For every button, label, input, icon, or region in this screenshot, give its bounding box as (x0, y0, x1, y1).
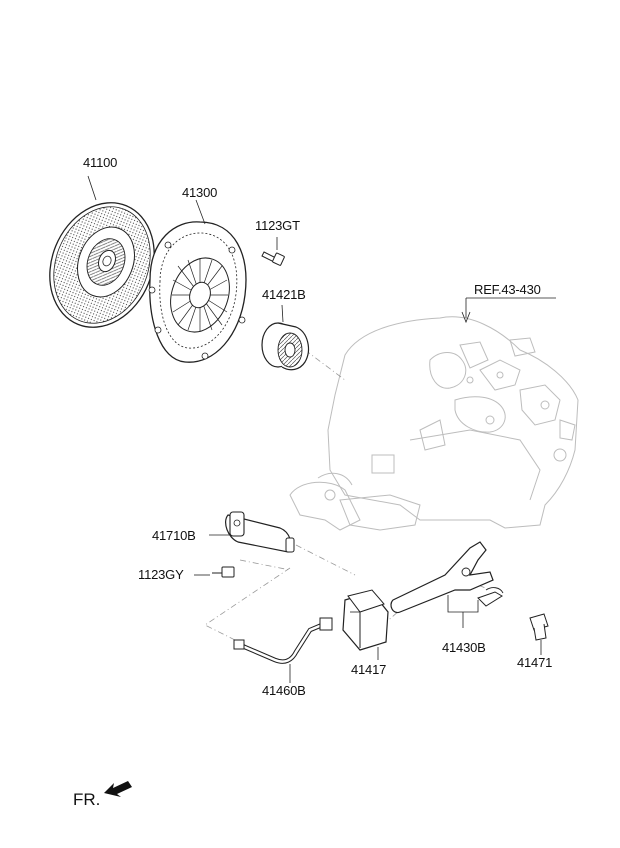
label-41471: 41471 (517, 655, 553, 670)
release-fork (390, 541, 504, 628)
clutch-tube (233, 617, 333, 683)
damper (342, 589, 389, 660)
bolt-1123gy (194, 566, 235, 578)
bolt-41471 (529, 613, 549, 655)
clutch-disc (49, 175, 155, 328)
label-1123gt: 1123GT (255, 218, 300, 233)
label-1123gy: 1123GY (138, 567, 184, 582)
label-41300: 41300 (182, 185, 218, 200)
label-41710b: 41710B (152, 528, 196, 543)
label-41460b: 41460B (262, 683, 306, 698)
ref-leader (461, 297, 556, 324)
label-41421b: 41421B (262, 287, 306, 302)
release-cylinder (209, 511, 295, 553)
front-direction-label: FR. (73, 790, 101, 809)
label-41100: 41100 (83, 155, 118, 170)
bolt-1123gt (261, 237, 285, 266)
front-arrow-icon (104, 781, 132, 797)
label-ref-43-430: REF.43-430 (474, 282, 541, 297)
clutch-cover (148, 199, 247, 363)
transaxle-outline (289, 316, 579, 531)
label-41417: 41417 (351, 662, 387, 677)
label-41430b: 41430B (442, 640, 486, 655)
release-bearing (261, 304, 309, 371)
